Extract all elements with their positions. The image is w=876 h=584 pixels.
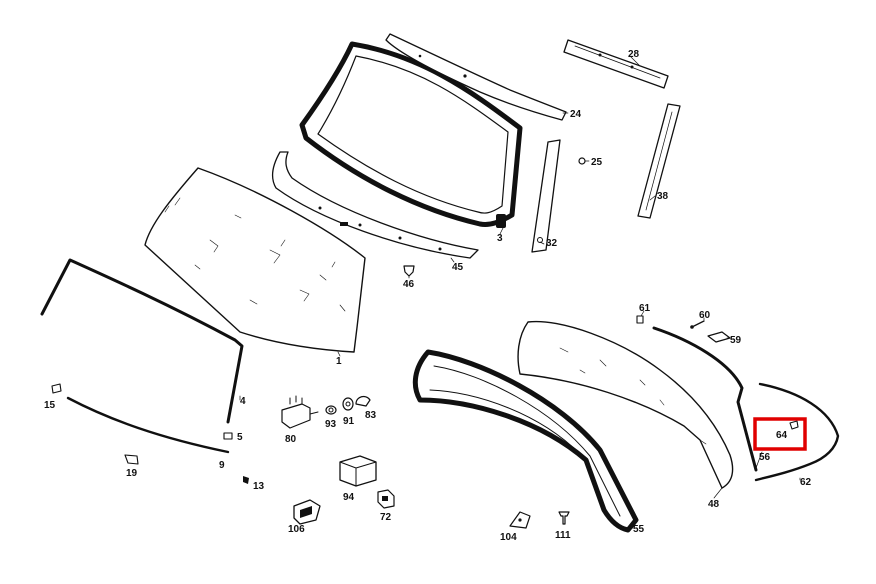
label-25: 25 — [591, 157, 603, 168]
label-24: 24 — [570, 109, 582, 120]
label-94: 94 — [343, 492, 355, 503]
part-24-header-trim[interactable] — [385, 33, 567, 121]
part-5-clip[interactable] — [223, 432, 233, 440]
part-1-windshield-glass[interactable] — [144, 167, 366, 353]
label-83: 83 — [365, 410, 377, 421]
part-19-retainer[interactable] — [124, 454, 139, 465]
part-46-clip[interactable] — [403, 265, 415, 277]
part-48-rear-glass[interactable] — [517, 320, 734, 489]
label-91: 91 — [343, 416, 355, 427]
part-59-trim-piece[interactable] — [707, 331, 731, 343]
part-91-washer[interactable] — [342, 397, 354, 411]
label-45: 45 — [452, 262, 464, 273]
label-93: 93 — [325, 419, 337, 430]
label-104: 104 — [500, 532, 517, 543]
part-83-cap[interactable] — [355, 395, 371, 407]
part-labels: 1 3 4 5 9 13 15 19 24 25 28 32 38 45 46 … — [44, 49, 812, 543]
part-80-switch-box[interactable] — [281, 395, 319, 429]
label-62: 62 — [800, 477, 812, 488]
part-56-quarter-seal[interactable] — [652, 326, 758, 472]
label-3: 3 — [497, 233, 503, 244]
part-104-bracket[interactable] — [509, 511, 531, 529]
leader-lines — [239, 55, 801, 529]
label-13: 13 — [253, 481, 265, 492]
label-60: 60 — [699, 310, 711, 321]
part-62-quarter-trim[interactable] — [754, 382, 840, 482]
label-4: 4 — [240, 396, 246, 407]
part-38-side-molding[interactable] — [637, 103, 681, 219]
part-32-a-pillar-trim[interactable] — [531, 139, 561, 253]
label-32: 32 — [546, 238, 558, 249]
part-93-grommet[interactable] — [325, 405, 337, 415]
part-60-fastener[interactable] — [690, 320, 705, 329]
part-28-roof-strip[interactable] — [563, 39, 669, 89]
label-9: 9 — [219, 460, 225, 471]
label-111: 111 — [555, 530, 571, 541]
label-61: 61 — [639, 303, 651, 314]
label-38: 38 — [657, 191, 669, 202]
label-64: 64 — [776, 430, 788, 441]
label-28: 28 — [628, 49, 640, 60]
label-19: 19 — [126, 468, 138, 479]
part-61-clip[interactable] — [636, 315, 644, 324]
part-106-latch[interactable] — [293, 499, 321, 525]
label-46: 46 — [403, 279, 415, 290]
label-48: 48 — [708, 499, 720, 510]
part-3-window-frame-seal[interactable] — [299, 41, 523, 228]
part-25-plug[interactable] — [578, 157, 586, 165]
part-15-bracket[interactable] — [51, 383, 62, 394]
part-94-block[interactable] — [339, 455, 377, 487]
label-72: 72 — [380, 512, 392, 523]
label-80: 80 — [285, 434, 297, 445]
part-45-inner-molding[interactable] — [271, 151, 479, 259]
label-59: 59 — [730, 335, 742, 346]
part-111-screw[interactable] — [558, 511, 570, 525]
label-56: 56 — [759, 452, 771, 463]
part-9-lower-seal[interactable] — [66, 396, 230, 454]
part-72-clip-block[interactable] — [377, 489, 395, 509]
label-106: 106 — [288, 524, 305, 535]
label-1: 1 — [336, 356, 342, 367]
part-4-windshield-seal[interactable] — [40, 258, 244, 424]
label-15: 15 — [44, 400, 56, 411]
highlight-box-64 — [753, 417, 807, 451]
part-55-rear-window-seal[interactable] — [412, 349, 639, 533]
label-55: 55 — [633, 524, 645, 535]
part-13-screw[interactable] — [243, 476, 249, 484]
part-64-clip[interactable] — [789, 420, 799, 430]
label-5: 5 — [237, 432, 243, 443]
